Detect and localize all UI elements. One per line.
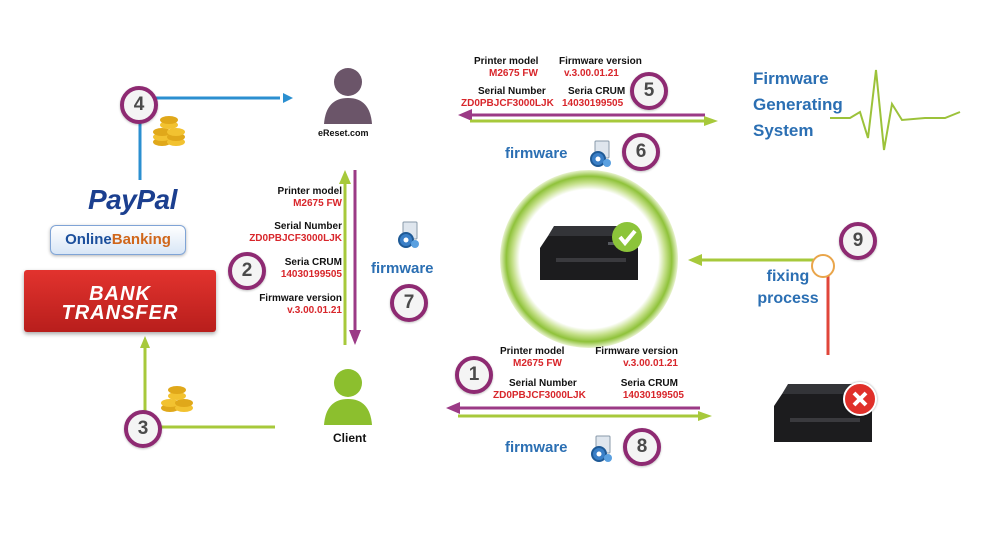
client-user-icon	[320, 365, 376, 425]
info5-crum-value: 14030199505	[562, 98, 624, 109]
info1-serial-value: ZD0PBJCF3000LJK	[493, 390, 586, 401]
info1-serial-label: Serial Number	[509, 378, 577, 389]
step-2-badge: 2	[228, 252, 266, 290]
firmware-label-7: firmware	[371, 260, 434, 277]
printer-icon	[538, 218, 648, 288]
firmware-label-6: firmware	[505, 145, 568, 162]
info5-model-value: M2675 FW	[489, 68, 538, 79]
step-5-badge: 5	[630, 72, 668, 110]
fixing-process-label: fixing process	[757, 268, 819, 307]
error-icon	[843, 382, 877, 416]
online-banking-logo: OnlineBanking	[50, 225, 186, 255]
paypal-logo: PayPal	[88, 184, 177, 215]
info2-firmware-value: v.3.00.01.21	[287, 305, 342, 316]
coins-icon	[158, 378, 196, 414]
step-1-badge: 1	[455, 356, 493, 394]
step-8-badge: 8	[623, 428, 661, 466]
info5-crum-label: Seria CRUM	[568, 86, 626, 97]
ereset-label: eReset.com	[318, 128, 369, 138]
info2-serial-value: ZD0PBJCF3000LJK	[249, 233, 342, 244]
coins-icon	[150, 112, 188, 148]
info1-model-label: Printer model	[500, 346, 565, 357]
firmware-label-8: firmware	[505, 439, 568, 456]
heartbeat-line	[830, 69, 961, 151]
gear-icon	[585, 139, 615, 169]
user-icon	[320, 64, 376, 124]
info2-crum-label: Seria CRUM	[284, 257, 342, 268]
info5-firmware-value: v.3.00.01.21	[564, 68, 619, 79]
connector-9	[688, 254, 835, 355]
info1-crum-label: Seria CRUM	[620, 378, 678, 389]
step-3-badge: 3	[124, 410, 162, 448]
info2-model-value: M2675 FW	[293, 198, 342, 209]
info2-serial-label: Serial Number	[274, 221, 342, 232]
connector-1	[446, 402, 712, 421]
info5-model-label: Printer model	[474, 56, 539, 67]
connector-7	[349, 170, 361, 345]
client-label: Client	[333, 431, 367, 445]
info1-crum-value: 14030199505	[622, 390, 684, 401]
info2-model-label: Printer model	[277, 186, 342, 197]
connector-3	[140, 336, 275, 429]
step-4-badge: 4	[120, 86, 158, 124]
step-9-badge: 9	[839, 222, 877, 260]
info1-model-value: M2675 FW	[513, 358, 562, 369]
info2-firmware-label: Firmware version	[259, 293, 342, 304]
connector-2	[339, 170, 351, 345]
gear-icon	[393, 220, 423, 250]
step-6-badge: 6	[622, 133, 660, 171]
info1-firmware-value: v.3.00.01.21	[623, 358, 678, 369]
bank-transfer-logo: BANK TRANSFER	[24, 270, 216, 332]
info5-serial-label: Serial Number	[478, 86, 546, 97]
info1-firmware-label: Firmware version	[595, 346, 678, 357]
gear-icon	[586, 434, 616, 464]
step-7-badge: 7	[390, 284, 428, 322]
info5-serial-value: ZD0PBJCF3000LJK	[461, 98, 554, 109]
firmware-system-label: Firmware Generating System	[753, 69, 843, 140]
check-icon	[612, 222, 642, 252]
info5-firmware-label: Firmware version	[559, 56, 642, 67]
connector-5	[458, 109, 718, 126]
info2-crum-value: 14030199505	[280, 269, 342, 280]
